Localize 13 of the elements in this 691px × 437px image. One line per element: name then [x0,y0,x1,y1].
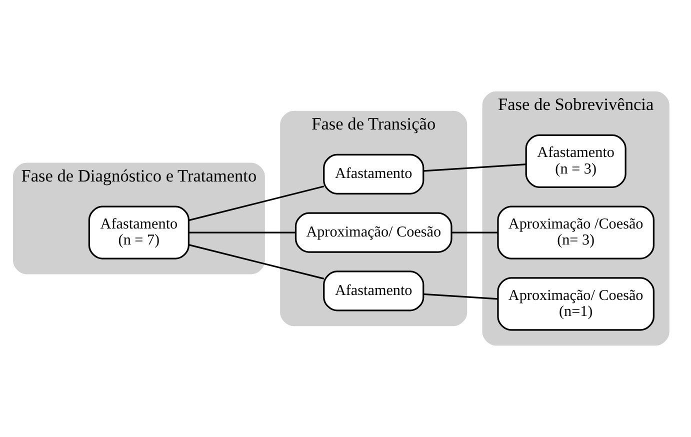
connector [452,232,498,234]
node-box: Afastamento (n = 7) [88,206,190,260]
node-box: Aproximação/ Coesão (n=1) [497,277,654,331]
node-box: Afastamento (n = 3) [525,134,626,188]
node-box: Afastamento [323,270,424,312]
connector [188,244,324,280]
node-box: Aproximação/ Coesão [294,212,452,253]
connector [424,164,526,172]
connector [188,186,324,222]
node-box: Afastamento [323,154,424,194]
node-box: Aproximação /Coesão (n= 3) [497,206,654,260]
connector [188,232,296,234]
connector [424,293,498,300]
